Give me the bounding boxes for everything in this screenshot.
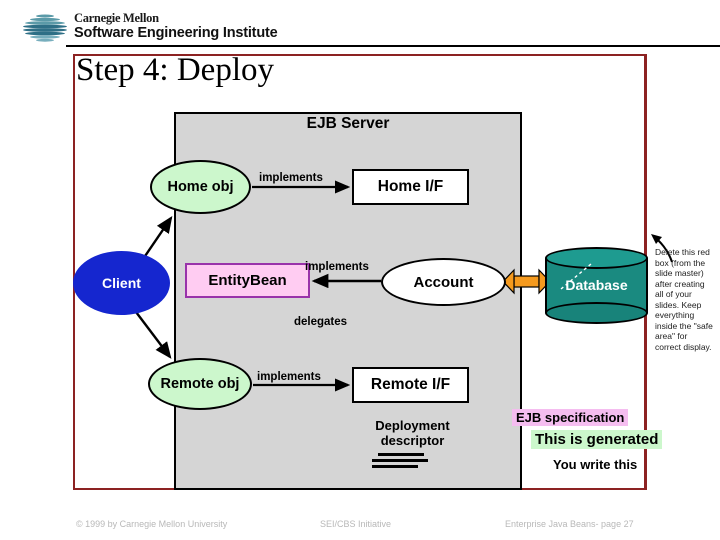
database-cylinder-bottom: [545, 302, 648, 324]
sei-institute-text: Software Engineering Institute: [74, 25, 278, 41]
node-home-obj[interactable]: Home obj: [150, 160, 251, 214]
footer-initiative: SEI/CBS Initiative: [320, 519, 392, 529]
sei-wordmark: Carnegie Mellon Software Engineering Ins…: [74, 11, 278, 42]
legend-you-write-this: You write this: [553, 457, 638, 472]
deployment-descriptor-label: Deployment descriptor: [375, 418, 450, 448]
database-cylinder-top: [545, 247, 648, 269]
edge-label-delegates: delegates: [294, 316, 348, 328]
ejb-server-panel-title: EJB Server: [306, 115, 390, 132]
node-client[interactable]: Client: [73, 251, 170, 315]
node-entity-bean[interactable]: EntityBean: [185, 263, 310, 298]
node-remote-obj[interactable]: Remote obj: [148, 358, 252, 410]
footer-page-number: Enterprise Java Beans- page 27: [505, 519, 634, 529]
slide-master-note: Delete this red box (from the slide mast…: [655, 247, 713, 352]
database-label: Database: [565, 277, 628, 293]
node-home-interface[interactable]: Home I/F: [352, 169, 469, 205]
node-database[interactable]: Database: [545, 247, 648, 324]
legend-ejb-specification: EJB specification: [512, 409, 629, 426]
page-title: Step 4: Deploy: [76, 52, 274, 88]
sei-logo-icon: [23, 14, 67, 42]
edge-label-implements-entity: implements: [305, 261, 369, 273]
database-highlight-icon: [560, 263, 592, 290]
edge-label-implements-home: implements: [259, 172, 323, 184]
cmu-text: Carnegie Mellon: [74, 11, 159, 25]
deployment-descriptor-document-icon: [372, 453, 432, 471]
node-remote-interface[interactable]: Remote I/F: [352, 367, 469, 403]
footer-copyright: © 1999 by Carnegie Mellon University: [76, 519, 228, 529]
legend-generated: This is generated: [531, 430, 663, 449]
edge-label-implements-remote: implements: [257, 371, 321, 383]
header-divider-rule: [66, 45, 720, 47]
node-account[interactable]: Account: [381, 258, 506, 306]
